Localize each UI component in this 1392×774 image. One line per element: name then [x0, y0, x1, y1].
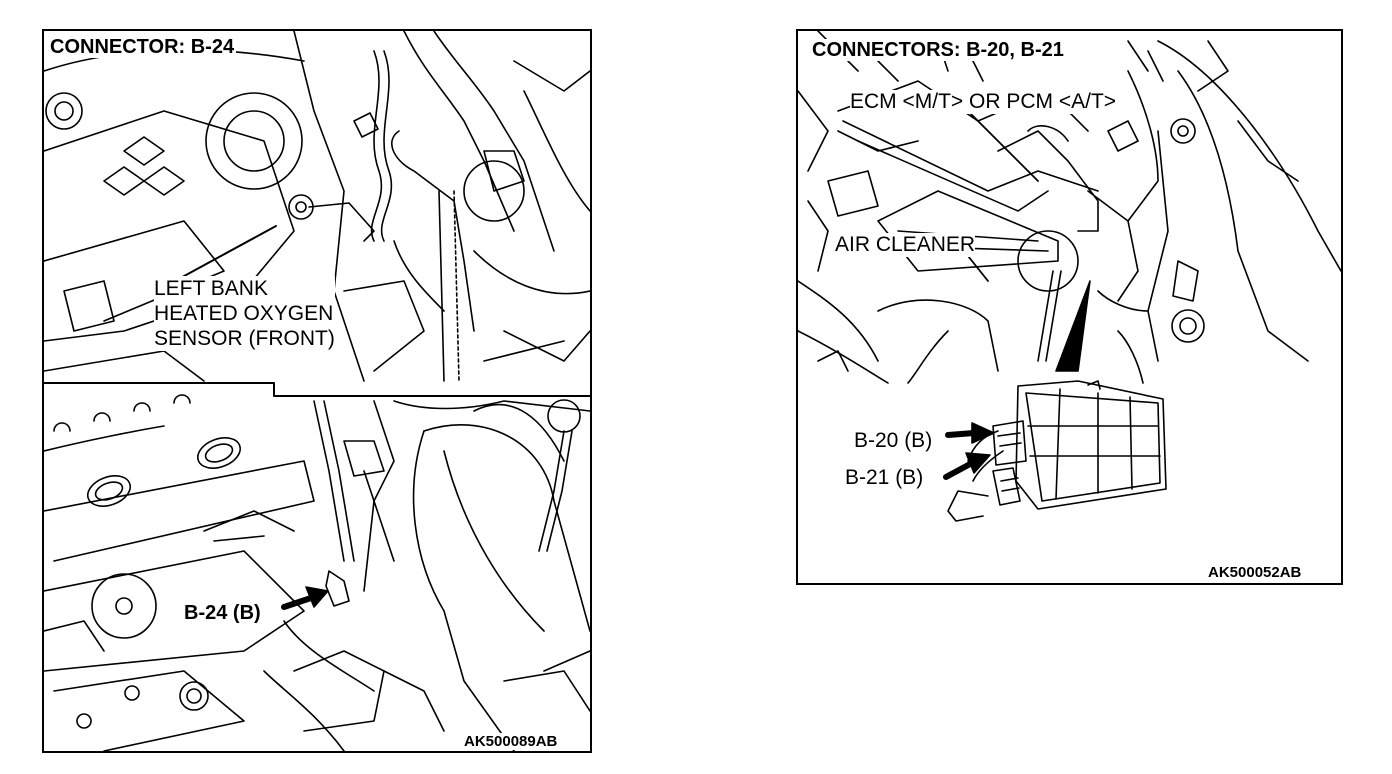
- left-bank-sensor-label: LEFT BANK HEATED OXYGEN SENSOR (FRONT): [154, 276, 335, 351]
- ecm-pcm-label: ECM <M/T> OR PCM <A/T>: [850, 90, 1117, 114]
- sensor-label-line-2: HEATED OXYGEN: [154, 302, 334, 325]
- module-pointer: [1055, 280, 1091, 372]
- b21-arrow-shaft: [943, 460, 975, 480]
- b21-connector-callout: B-21 (B): [845, 466, 924, 490]
- engine-bay-illustration-left: [44, 31, 590, 751]
- right-figure-title: CONNECTORS: B-20, B-21: [810, 39, 1066, 61]
- b21-arrow-head: [965, 452, 991, 474]
- inset-divider: [44, 382, 590, 397]
- sensor-label-line-3: SENSOR (FRONT): [154, 327, 335, 350]
- b20-arrow-head: [971, 422, 995, 444]
- right-engine-bay-lines: [798, 31, 1341, 384]
- ecm-pcm-module: [947, 380, 1167, 522]
- b24-arrow-shaft: [281, 594, 317, 610]
- air-cleaner-leader: [967, 255, 989, 282]
- left-figure-title: CONNECTOR: B-24: [48, 36, 237, 58]
- left-figure-code: AK500089AB: [462, 733, 560, 750]
- right-figure-code: AK500052AB: [1206, 564, 1304, 581]
- air-cleaner-label: AIR CLEANER: [835, 233, 976, 257]
- right-connector-figure: CONNECTORS: B-20, B-21 ECM <M/T> OR PCM …: [796, 29, 1343, 585]
- b24-connector-callout: B-24 (B): [184, 601, 261, 625]
- left-connector-figure: CONNECTOR: B-24 LEFT BANK HEATED OXYGEN …: [42, 29, 592, 753]
- b20-connector-callout: B-20 (B): [854, 429, 933, 453]
- b20-arrow-shaft: [945, 430, 977, 438]
- sensor-label-line-1: LEFT BANK: [154, 277, 268, 300]
- module-leader: [967, 110, 1039, 182]
- bottom-inset-illustration: [44, 394, 590, 751]
- b24-arrow-head: [305, 586, 329, 608]
